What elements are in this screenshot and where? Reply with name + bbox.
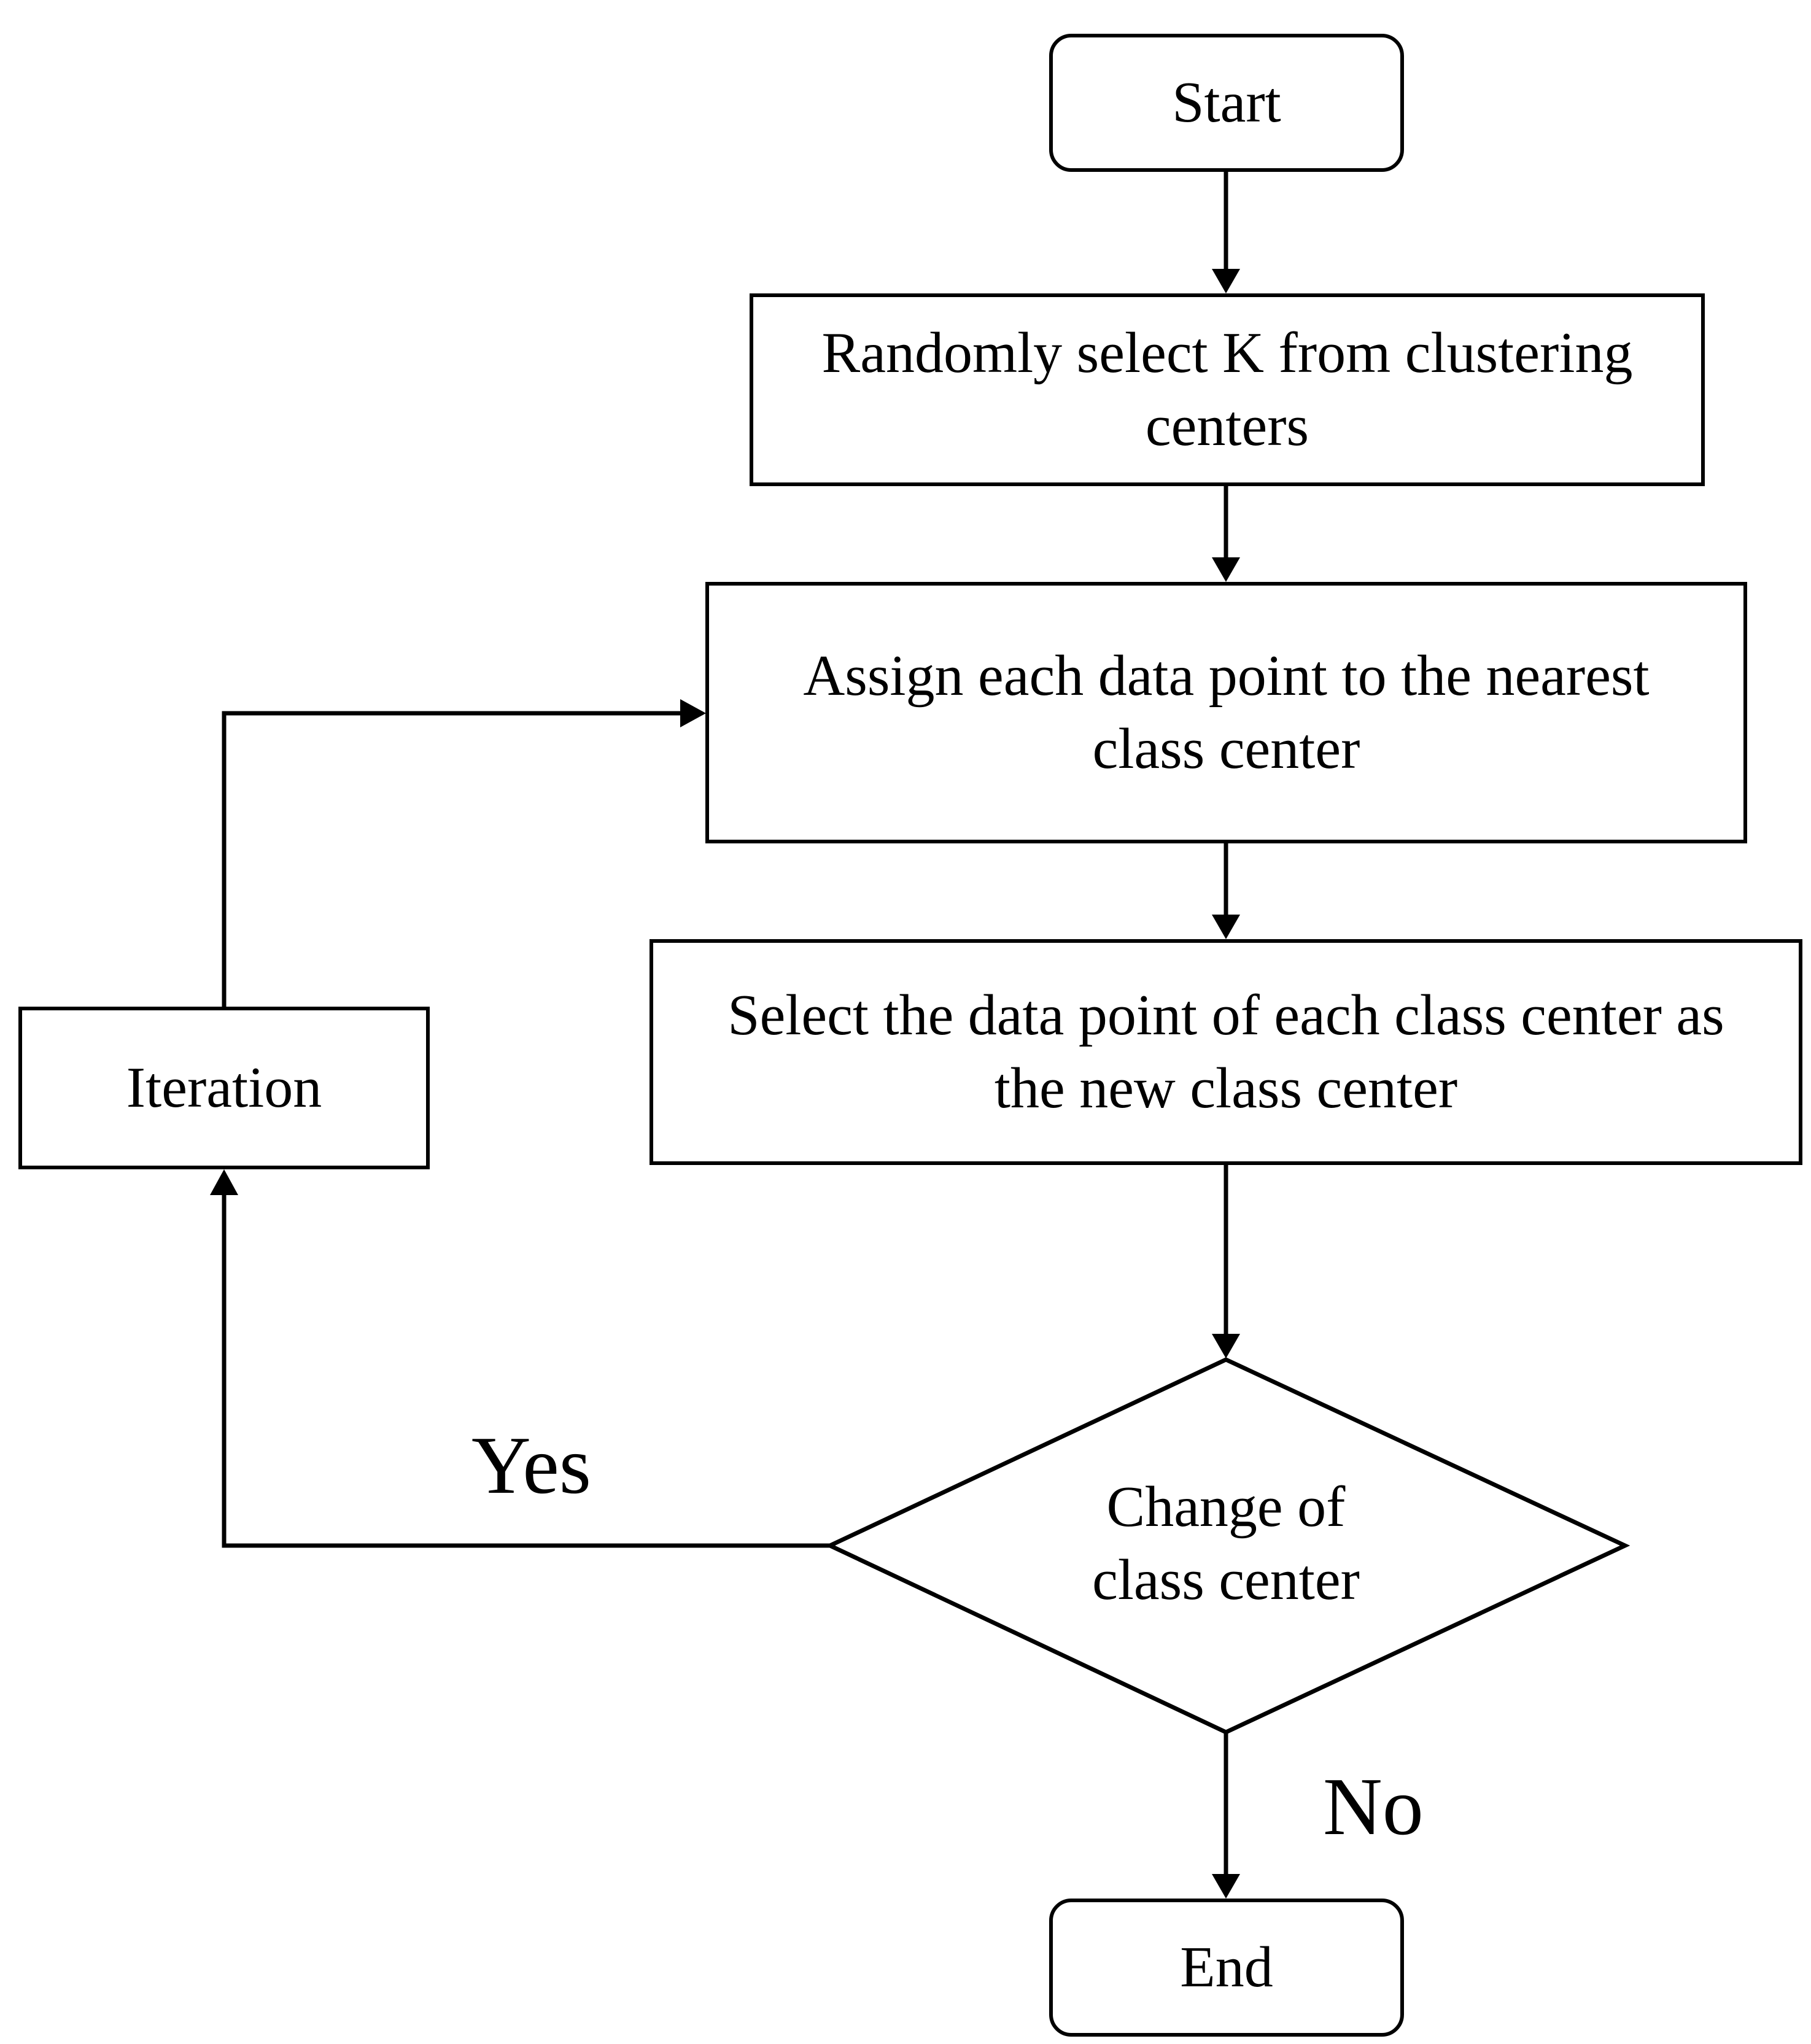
new-center-step: Select the data point of each class cent…: [650, 939, 1802, 1165]
assign-label: Assign each data point to the nearest cl…: [803, 643, 1650, 781]
select-k-step: Randomly select K from clustering center…: [750, 293, 1705, 486]
no-label: No: [1323, 1761, 1424, 1852]
arrow-assign-to-new-center: [1212, 843, 1240, 939]
select-k-label: Randomly select K from clustering center…: [821, 320, 1633, 458]
yes-label: Yes: [471, 1420, 591, 1511]
end-node: End: [1049, 1899, 1404, 2037]
arrow-iteration-to-assign: [222, 699, 706, 1007]
decision-text: Change of class center: [982, 1449, 1470, 1639]
arrow-decision-to-iteration: [210, 1169, 830, 1548]
end-label: End: [1180, 1935, 1273, 1999]
arrow-start-to-select: [1212, 172, 1240, 293]
assign-step: Assign each data point to the nearest cl…: [705, 582, 1747, 843]
new-center-label: Select the data point of each class cent…: [727, 983, 1724, 1120]
arrow-new-center-to-decision: [1212, 1165, 1240, 1358]
iteration-step: Iteration: [18, 1007, 430, 1169]
arrow-decision-to-end: [1212, 1732, 1240, 1899]
decision-label: Change of class center: [1092, 1474, 1360, 1612]
start-label: Start: [1172, 70, 1281, 134]
start-node: Start: [1049, 34, 1404, 172]
arrow-select-to-assign: [1212, 486, 1240, 582]
iteration-label: Iteration: [126, 1055, 322, 1120]
